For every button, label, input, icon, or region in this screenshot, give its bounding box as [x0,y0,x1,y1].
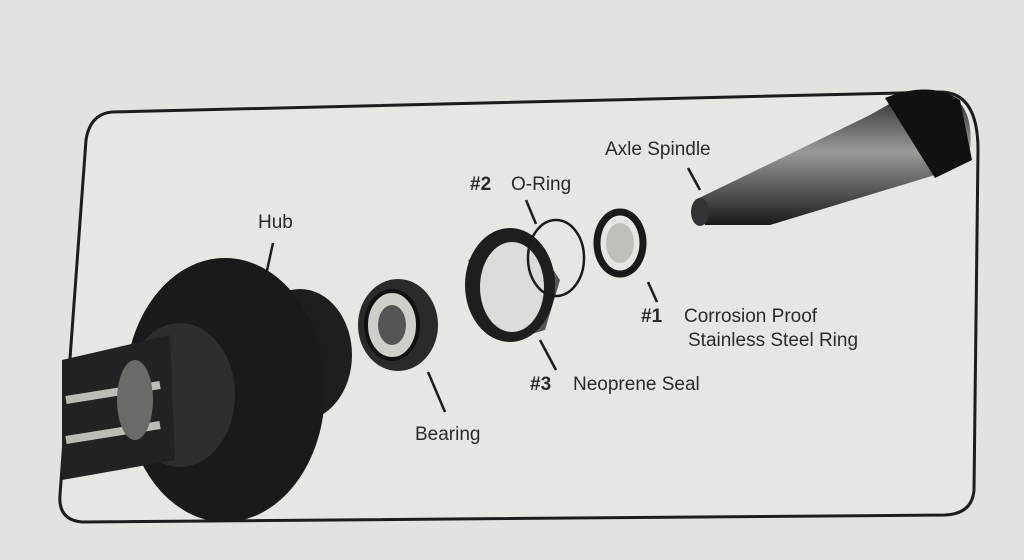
label-seal-number: #3 [530,374,551,395]
label-axle-spindle: Axle Spindle [605,139,711,160]
label-seal: Neoprene Seal [573,374,700,395]
label-bearing: Bearing [415,424,481,445]
label-ring-number: #1 [641,306,663,327]
label-ring-line2: Stainless Steel Ring [688,330,858,351]
label-ring-line1: Corrosion Proof [684,306,818,327]
leader-lines [264,167,702,413]
axle-spindle-part [691,89,972,226]
o-ring-part [526,218,586,298]
label-o-ring: O-Ring [511,174,571,195]
label-hub: Hub [258,212,293,233]
stainless-steel-ring-part [593,208,647,278]
bearing-part [358,279,438,371]
label-o-ring-number: #2 [470,174,491,195]
hub-part [62,258,352,522]
